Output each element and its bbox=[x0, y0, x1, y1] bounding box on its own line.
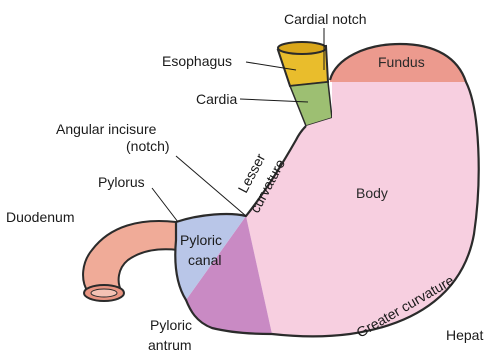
label-pylorus: Pylorus bbox=[98, 174, 145, 190]
label-hepat: Hepat bbox=[446, 327, 483, 343]
duodenum-tube bbox=[83, 221, 178, 292]
label-body: Body bbox=[356, 185, 388, 201]
label-cardia: Cardia bbox=[196, 91, 237, 107]
label-pyloric-canal-2: canal bbox=[188, 252, 221, 268]
cardia-region bbox=[290, 82, 332, 126]
duodenum-opening-inner bbox=[91, 289, 117, 297]
label-angular-incisure-notch: (notch) bbox=[126, 138, 170, 154]
label-cardial-notch: Cardial notch bbox=[284, 11, 367, 27]
leader-pylorus bbox=[152, 188, 178, 222]
stomach-body-region bbox=[246, 82, 479, 336]
label-pyloric-canal: Pyloric bbox=[180, 232, 222, 248]
label-duodenum: Duodenum bbox=[6, 209, 75, 225]
label-pyloric-antrum: Pyloric bbox=[150, 317, 192, 333]
label-esophagus: Esophagus bbox=[162, 53, 232, 69]
label-angular-incisure: Angular incisure bbox=[56, 121, 157, 137]
label-fundus: Fundus bbox=[378, 54, 425, 70]
esophagus-opening bbox=[278, 42, 326, 54]
duodenum-region bbox=[83, 221, 178, 301]
label-pyloric-antrum-2: antrum bbox=[148, 337, 192, 353]
